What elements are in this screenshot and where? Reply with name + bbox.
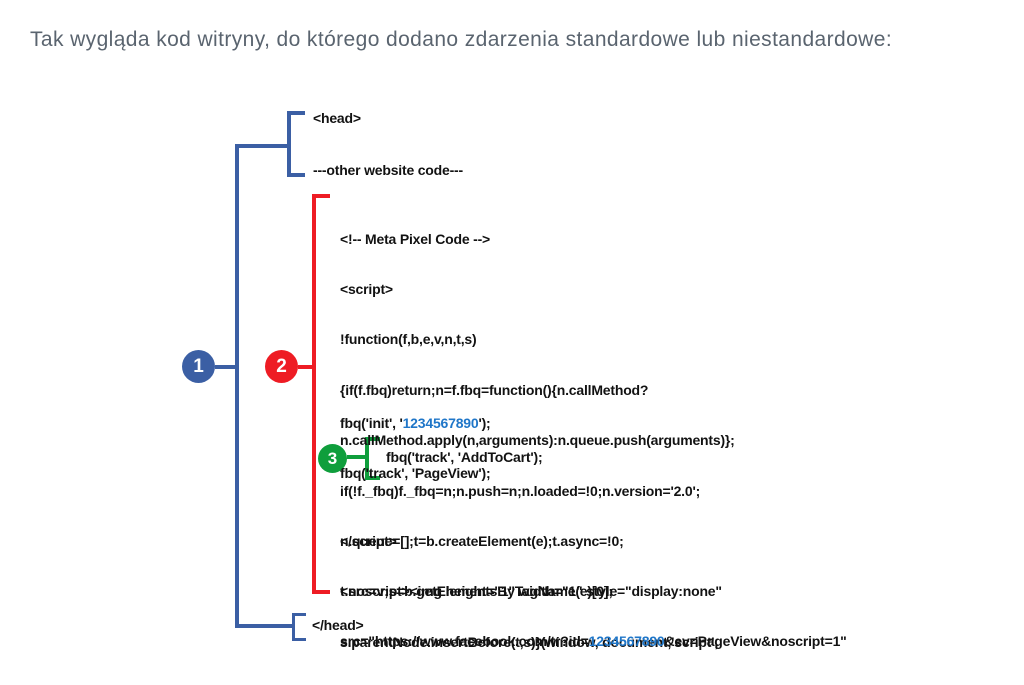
pixel-id-value: 1234567890 [588, 633, 665, 650]
head-open-tag: <head> [313, 110, 361, 126]
code-line: t.src=v;s=b.getElementsByTagName(e)[0]; [340, 583, 613, 600]
code-line: <!-- Meta Pixel Code --> [340, 230, 491, 247]
marker-1-vertical-line [235, 144, 239, 628]
code-line: !function(f,b,e,v,n,t,s) [340, 331, 477, 348]
code-line: s.parentNode.insertBefore(t,s)}(window, … [340, 633, 719, 650]
code-line: /></noscript> [340, 684, 847, 685]
code-line: </script> [340, 532, 397, 549]
other-website-code-label: ---other website code--- [313, 162, 463, 178]
pixel-code-closing-block: </script> <noscript><img height="1" widt… [340, 499, 847, 685]
marker-1-dash [215, 365, 236, 369]
marker-3-dash [347, 455, 366, 459]
code-line-pageview: fbq('track', 'PageView'); [340, 464, 491, 481]
head-section-bracket [287, 111, 305, 177]
code-line-src: src="https://www.facebook.com/tr?id=1234… [340, 633, 847, 650]
src-prefix: src="https://www.facebook.com/tr?id= [340, 633, 589, 650]
marker-2-badge: 2 [265, 350, 298, 383]
head-close-connector-bottom [236, 624, 293, 628]
code-line: {if(f.fbq)return;n=f.fbq=function(){n.ca… [340, 381, 649, 398]
pixel-code-bracket [312, 194, 330, 594]
code-line-init: fbq('init', '1234567890'); [340, 415, 491, 432]
code-line-addtocart: fbq('track', 'AddToCart'); [386, 449, 543, 465]
pixel-init-block: fbq('init', '1234567890'); fbq('track', … [340, 381, 491, 515]
head-close-tag: </head> [312, 617, 364, 633]
code-line: <noscript><img height="1" width="1" styl… [340, 582, 722, 599]
init-suffix: '); [478, 414, 491, 431]
head-section-connector-top [236, 144, 288, 148]
init-prefix: fbq('init', ' [340, 414, 403, 431]
pixel-code-block: <!-- Meta Pixel Code --> <script> !funct… [340, 197, 735, 685]
event-line-bracket [365, 437, 380, 480]
src-suffix: &ev=PageView&noscript=1" [664, 633, 847, 650]
pixel-id-value: 1234567890 [402, 414, 479, 431]
marker-3-badge: 3 [318, 444, 347, 473]
marker-2-dash [298, 365, 313, 369]
code-line: n.queue=[];t=b.createElement(e);t.async=… [340, 532, 624, 549]
code-line: n.callMethod.apply(n,arguments):n.queue.… [340, 432, 735, 449]
marker-1-badge: 1 [182, 350, 215, 383]
head-close-bracket [292, 613, 306, 641]
code-line: <script> [340, 280, 393, 297]
page-title: Tak wygląda kod witryny, do którego doda… [30, 28, 893, 51]
code-line: if(!f._fbq)f._fbq=n;n.push=n;n.loaded=!0… [340, 482, 701, 499]
